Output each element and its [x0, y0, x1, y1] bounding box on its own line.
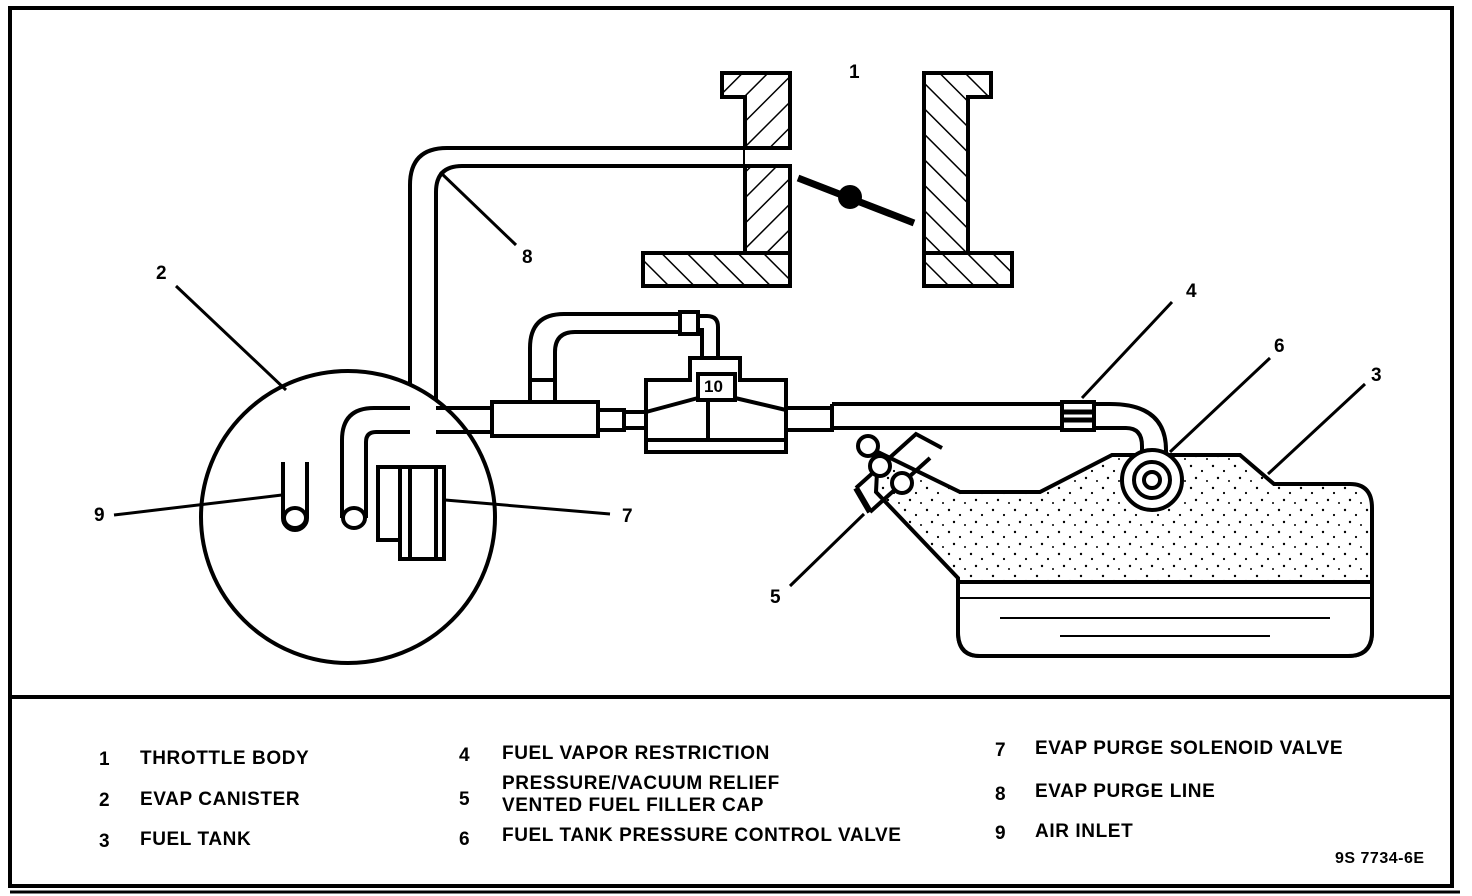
legend-label-1: THROTTLE BODY	[140, 748, 310, 769]
filler-cap	[853, 431, 943, 514]
callout-10: 10	[704, 377, 723, 396]
legend-num-6: 6	[459, 829, 470, 850]
legend-num-4: 4	[459, 745, 470, 766]
evap-canister	[199, 369, 497, 665]
throttle-body	[641, 71, 1014, 288]
legend-label-6: FUEL TANK PRESSURE CONTROL VALVE	[502, 825, 902, 846]
callout-2: 2	[156, 263, 167, 284]
callout-7: 7	[622, 506, 633, 527]
outer-border	[8, 6, 1454, 888]
legend-label-9: AIR INLET	[1035, 821, 1134, 842]
callout-8: 8	[522, 247, 533, 268]
callout-3: 3	[1371, 365, 1382, 386]
callout-4: 4	[1186, 281, 1197, 302]
callout-1: 1	[849, 62, 860, 83]
legend-label-3: FUEL TANK	[140, 829, 252, 850]
legend-label-4: FUEL VAPOR RESTRICTION	[502, 743, 770, 764]
callout-5: 5	[770, 587, 781, 608]
legend-num-9: 9	[995, 823, 1006, 844]
legend-num-5: 5	[459, 789, 470, 810]
legend-num-8: 8	[995, 784, 1006, 805]
legend-label-8: EVAP PURGE LINE	[1035, 781, 1216, 802]
legend-label-2: EVAP CANISTER	[140, 789, 301, 810]
figure-reference-code: 9S 7734-6E	[1335, 850, 1425, 867]
fuel-tank	[873, 448, 1374, 658]
pressure-control-valve-10	[644, 356, 834, 454]
legend-label-7: EVAP PURGE SOLENOID VALVE	[1035, 738, 1344, 759]
legend-num-2: 2	[99, 790, 110, 811]
legend-num-7: 7	[995, 740, 1006, 761]
vapor-line	[436, 310, 720, 438]
callout-9: 9	[94, 505, 105, 526]
leader-lines	[113, 170, 1367, 588]
callout-6: 6	[1274, 336, 1285, 357]
legend-num-3: 3	[99, 831, 110, 852]
legend-num-1: 1	[99, 749, 110, 770]
tank-vapor-line	[830, 400, 1168, 462]
legend-label-5b: VENTED FUEL FILLER CAP	[502, 795, 764, 816]
legend-label-5a: PRESSURE/VACUUM RELIEF	[502, 773, 780, 794]
